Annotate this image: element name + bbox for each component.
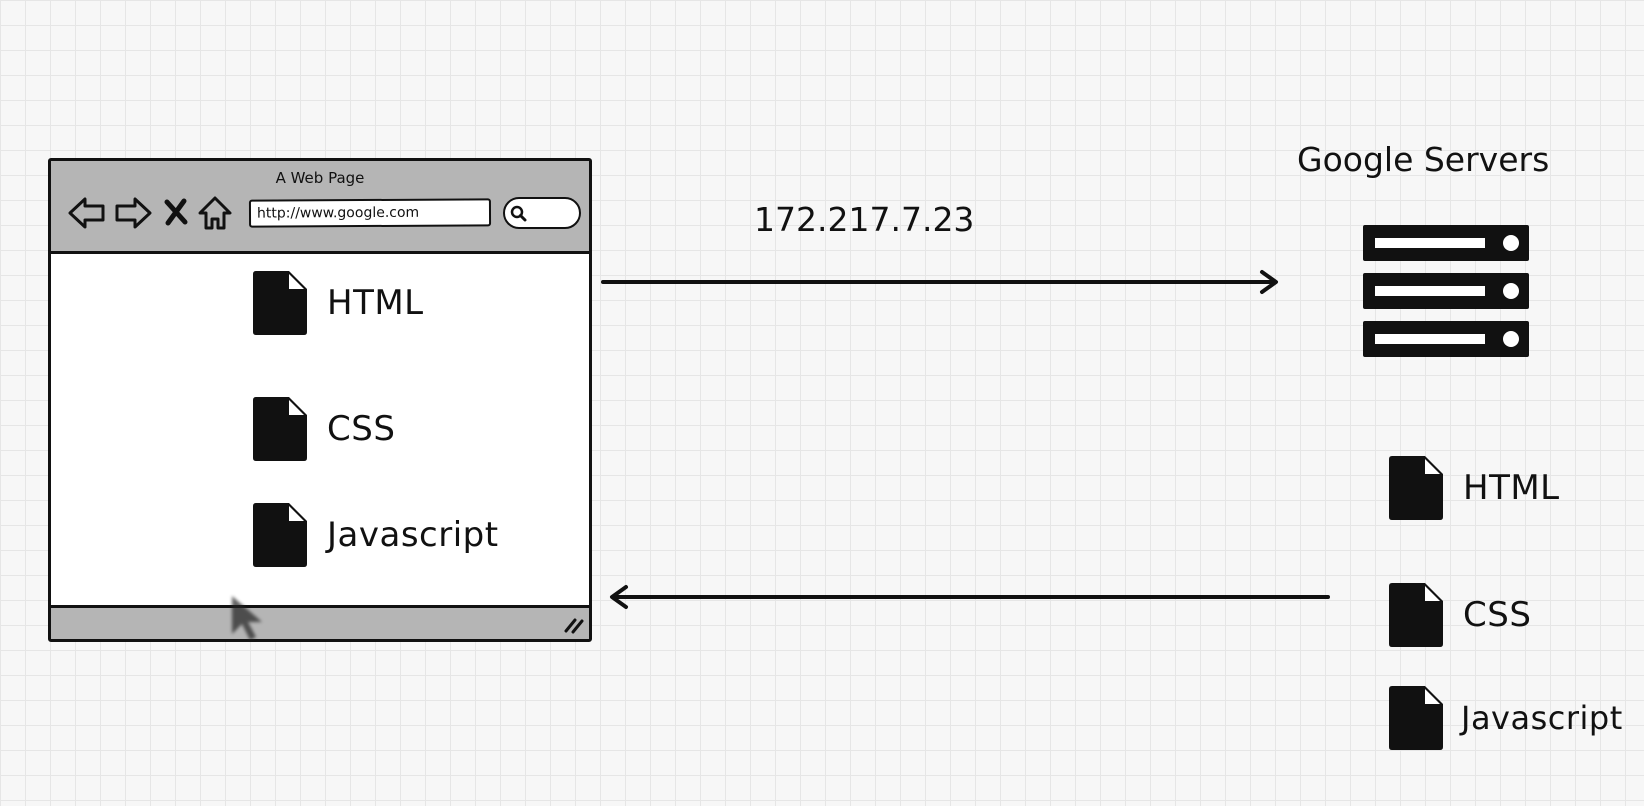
browser-window: A Web Page http://www.google.com: [48, 158, 592, 642]
file-icon: [1389, 456, 1443, 520]
resize-grip-icon[interactable]: [563, 614, 585, 634]
home-icon[interactable]: [197, 191, 233, 235]
file-label: Javascript: [327, 515, 499, 555]
browser-toolbar: A Web Page http://www.google.com: [51, 161, 589, 254]
file-icon: [1389, 686, 1443, 750]
browser-status-bar: [51, 605, 589, 639]
server-file-html: HTML: [1389, 456, 1560, 520]
browser-file-css: CSS: [253, 397, 395, 461]
file-icon: [253, 397, 307, 461]
browser-file-html: HTML: [253, 271, 424, 335]
server-file-javascript: Javascript: [1389, 686, 1623, 750]
file-label: CSS: [327, 409, 396, 449]
back-arrow-icon[interactable]: [67, 191, 107, 235]
file-label: HTML: [327, 283, 424, 323]
server-file-css: CSS: [1389, 583, 1531, 647]
server-title: Google Servers: [1297, 140, 1550, 179]
file-label: Javascript: [1461, 699, 1623, 737]
ip-address-label: 172.217.7.23: [754, 200, 975, 239]
request-arrow: [601, 270, 1278, 294]
mouse-cursor-icon: [232, 596, 262, 640]
url-input[interactable]: http://www.google.com: [248, 198, 492, 228]
file-icon: [253, 271, 307, 335]
file-label: CSS: [1463, 595, 1532, 635]
server-rack-icon: [1363, 225, 1529, 357]
search-field[interactable]: [503, 197, 581, 229]
browser-file-javascript: Javascript: [253, 503, 499, 567]
stop-icon[interactable]: [163, 191, 189, 235]
file-icon: [253, 503, 307, 567]
file-label: HTML: [1463, 468, 1560, 508]
response-arrow: [610, 585, 1330, 609]
browser-title: A Web Page: [275, 169, 365, 187]
forward-arrow-icon[interactable]: [113, 191, 153, 235]
file-icon: [1389, 583, 1443, 647]
search-icon: [510, 205, 527, 222]
